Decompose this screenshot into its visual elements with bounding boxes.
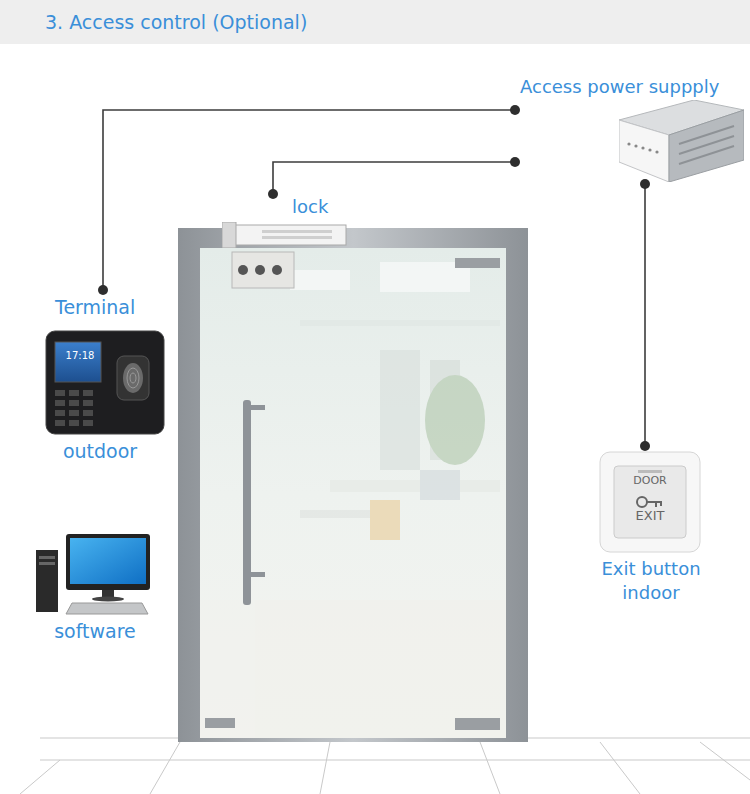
device-node: Terminal outdoor bbox=[42, 290, 170, 466]
floor-lines bbox=[20, 738, 750, 794]
magnetic-lock-icon bbox=[222, 222, 348, 248]
device-label: Exit button bbox=[601, 558, 700, 580]
printed-label: DOOR bbox=[633, 474, 666, 487]
office-interior bbox=[200, 262, 506, 738]
device-label: outdoor bbox=[63, 440, 137, 463]
power-supply-icon bbox=[619, 100, 744, 182]
wire-dot bbox=[98, 285, 108, 295]
hinge bbox=[455, 258, 500, 268]
device-label: indoor bbox=[622, 582, 679, 604]
printed-label: 17:18 bbox=[66, 350, 95, 362]
hinge bbox=[455, 718, 500, 730]
device-label: software bbox=[54, 620, 136, 643]
wire bbox=[98, 105, 520, 295]
device-picture bbox=[619, 100, 744, 186]
wire bbox=[268, 157, 520, 199]
device-label: lock bbox=[292, 196, 328, 218]
title-text: 3. Access control (Optional) bbox=[45, 11, 307, 34]
device-node: software bbox=[34, 532, 156, 646]
device-picture bbox=[222, 222, 348, 252]
door-handle bbox=[243, 400, 265, 605]
device-label: Access power suppply bbox=[520, 76, 719, 98]
device-node: Access power suppply bbox=[515, 72, 747, 184]
device-picture bbox=[598, 450, 702, 558]
exit-button-icon bbox=[598, 450, 702, 554]
wire-dot bbox=[510, 157, 520, 167]
wire-line bbox=[644, 184, 646, 446]
device-node: lock bbox=[222, 194, 348, 250]
computer-icon bbox=[34, 532, 154, 617]
fingerprint-terminal-icon bbox=[45, 330, 165, 435]
wire-dot bbox=[268, 189, 278, 199]
device-picture bbox=[34, 532, 154, 621]
device-picture bbox=[45, 330, 165, 439]
wire-line bbox=[273, 162, 515, 194]
hinge bbox=[205, 718, 235, 728]
device-node: Exit buttonindoor bbox=[576, 446, 726, 608]
device-label: Terminal bbox=[55, 296, 135, 319]
wire-line bbox=[103, 110, 515, 290]
wire-dot bbox=[510, 105, 520, 115]
printed-label: EXIT bbox=[636, 508, 665, 524]
lock-plate bbox=[232, 252, 294, 288]
door-glass bbox=[200, 248, 506, 738]
wire bbox=[640, 179, 650, 451]
wire-dot bbox=[640, 441, 650, 451]
wire-dot bbox=[640, 179, 650, 189]
door-frame bbox=[178, 228, 528, 742]
